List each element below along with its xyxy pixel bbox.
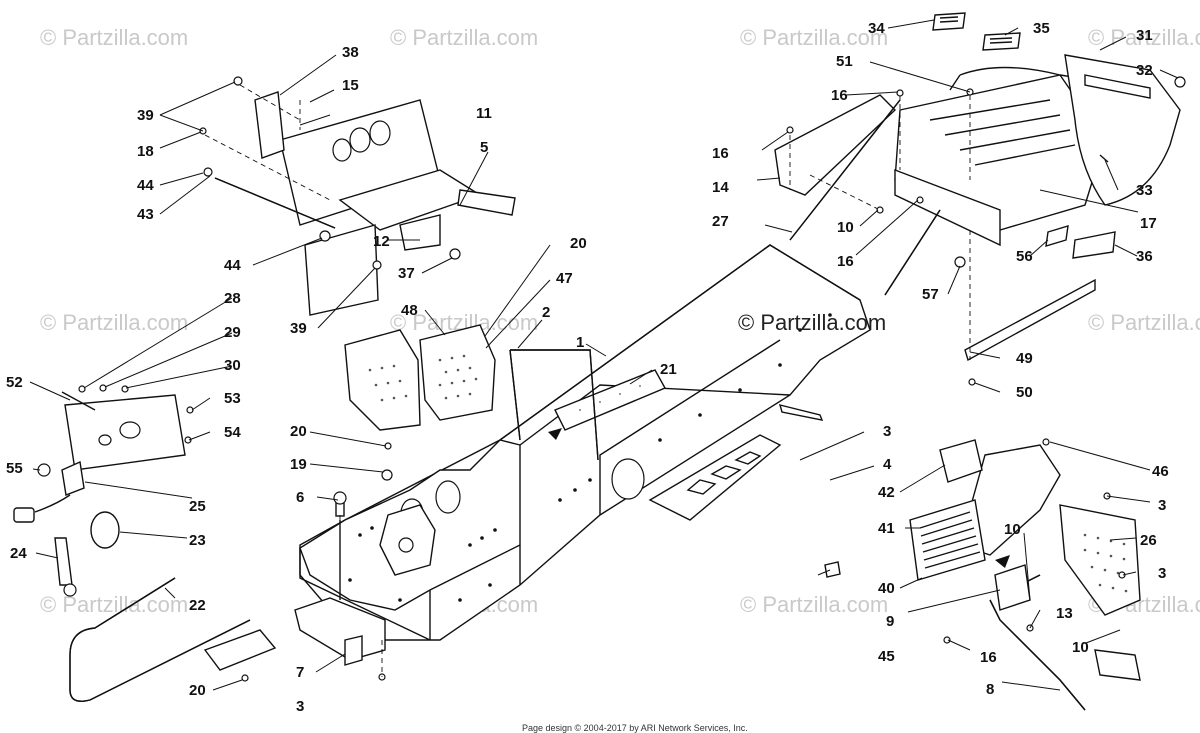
grab-handle-drawing <box>509 349 599 461</box>
callout-label: 26 <box>1140 532 1157 549</box>
callout-label: 3 <box>1158 497 1166 514</box>
callout-label: 7 <box>296 664 304 681</box>
heat-shield-drawing <box>344 324 496 431</box>
callout-label: 25 <box>189 498 206 515</box>
callout-label: 10 <box>837 219 854 236</box>
callout-label: 20 <box>570 235 587 252</box>
callout-label: 38 <box>342 44 359 61</box>
watermark: © Partzilla.com <box>40 25 188 50</box>
callout-labels: 1 2 3 3 3 3 4 5 6 7 8 9 10 10 10 11 12 1… <box>6 20 1169 715</box>
callout-label: 5 <box>480 139 488 156</box>
callout-label: 47 <box>556 270 573 287</box>
callout-label: 40 <box>878 580 895 597</box>
watermark: © Partzilla.com <box>40 592 188 617</box>
callout-label: 19 <box>290 456 307 473</box>
callout-label: 32 <box>1136 62 1153 79</box>
callout-label: 11 <box>476 105 492 122</box>
callout-label: 14 <box>712 179 729 196</box>
footer-credit: Page design © 2004-2017 by ARI Network S… <box>522 723 748 733</box>
front-mount-bracket-drawing <box>294 442 393 681</box>
callout-label: 37 <box>398 265 415 282</box>
callout-label: 29 <box>224 324 241 341</box>
watermark: © Partzilla.com <box>40 310 188 335</box>
callout-label: 46 <box>1152 463 1169 480</box>
callout-label: 16 <box>831 87 848 104</box>
callout-label: 27 <box>712 213 729 230</box>
callout-label: 54 <box>224 424 241 441</box>
front-bracket-assembly-drawing <box>199 76 516 316</box>
watermark: © Partzilla.com <box>1088 25 1200 50</box>
callout-label: 41 <box>878 520 895 537</box>
callout-label: 3 <box>1158 565 1166 582</box>
callout-label: 16 <box>837 253 854 270</box>
callout-label: 1 <box>576 334 584 351</box>
callout-label: 2 <box>542 304 550 321</box>
side-panel-drawing <box>824 438 1141 711</box>
callout-label: 34 <box>868 20 885 37</box>
callout-label: 10 <box>1004 521 1021 538</box>
callout-label: 50 <box>1016 384 1033 401</box>
callout-label: 16 <box>980 649 997 666</box>
callout-label: 44 <box>137 177 154 194</box>
callout-label: 20 <box>189 682 206 699</box>
callout-label: 10 <box>1072 639 1089 656</box>
callout-label: 23 <box>189 532 206 549</box>
callout-label: 57 <box>922 286 939 303</box>
callout-label: 52 <box>6 374 23 391</box>
watermark: © Partzilla.com <box>740 25 888 50</box>
callout-label: 4 <box>883 456 892 473</box>
callout-label: 13 <box>1056 605 1073 622</box>
callout-label: 39 <box>137 107 154 124</box>
callout-label: 33 <box>1136 182 1153 199</box>
callout-label: 44 <box>224 257 241 274</box>
leader-lines <box>29 19 1179 691</box>
callout-label: 3 <box>296 698 304 715</box>
decals-and-flap-drawing <box>932 12 1186 206</box>
callout-label: 24 <box>10 545 27 562</box>
callout-label: 20 <box>290 423 307 440</box>
callout-label: 30 <box>224 357 241 374</box>
callout-label: 8 <box>986 681 994 698</box>
callout-label: 39 <box>290 320 307 337</box>
callout-label: 17 <box>1140 215 1157 232</box>
callout-label: 12 <box>373 233 390 250</box>
callout-label: 55 <box>6 460 23 477</box>
callout-label: 16 <box>712 145 729 162</box>
mount-plate-drawing <box>61 384 194 471</box>
watermark: © Partzilla.com <box>740 592 888 617</box>
callout-label: 18 <box>137 143 154 160</box>
callout-label: 43 <box>137 206 154 223</box>
callout-label: 48 <box>401 302 418 319</box>
callout-label: 36 <box>1136 248 1153 265</box>
chassis-frame-drawing <box>299 244 871 641</box>
callout-label: 9 <box>886 613 894 630</box>
callout-label: 21 <box>660 361 677 378</box>
callout-label: 31 <box>1136 27 1153 44</box>
callout-label: 45 <box>878 648 895 665</box>
callout-label: 42 <box>878 484 895 501</box>
callout-label: 15 <box>342 77 359 94</box>
callout-label: 51 <box>836 53 853 70</box>
callout-label: 49 <box>1016 350 1033 367</box>
callout-label: 6 <box>296 489 304 506</box>
brand-watermark: © Partzilla.com <box>738 310 886 335</box>
watermark: © Partzilla.com <box>390 25 538 50</box>
callout-label: 56 <box>1016 248 1033 265</box>
callout-label: 22 <box>189 597 206 614</box>
lower-left-parts-drawing <box>13 460 277 702</box>
callout-label: 53 <box>224 390 241 407</box>
callout-label: 35 <box>1033 20 1050 37</box>
rear-rack-drawing <box>774 66 1116 386</box>
watermark: © Partzilla.com <box>1088 310 1200 335</box>
callout-label: 28 <box>224 290 241 307</box>
callout-label: 3 <box>883 423 891 440</box>
